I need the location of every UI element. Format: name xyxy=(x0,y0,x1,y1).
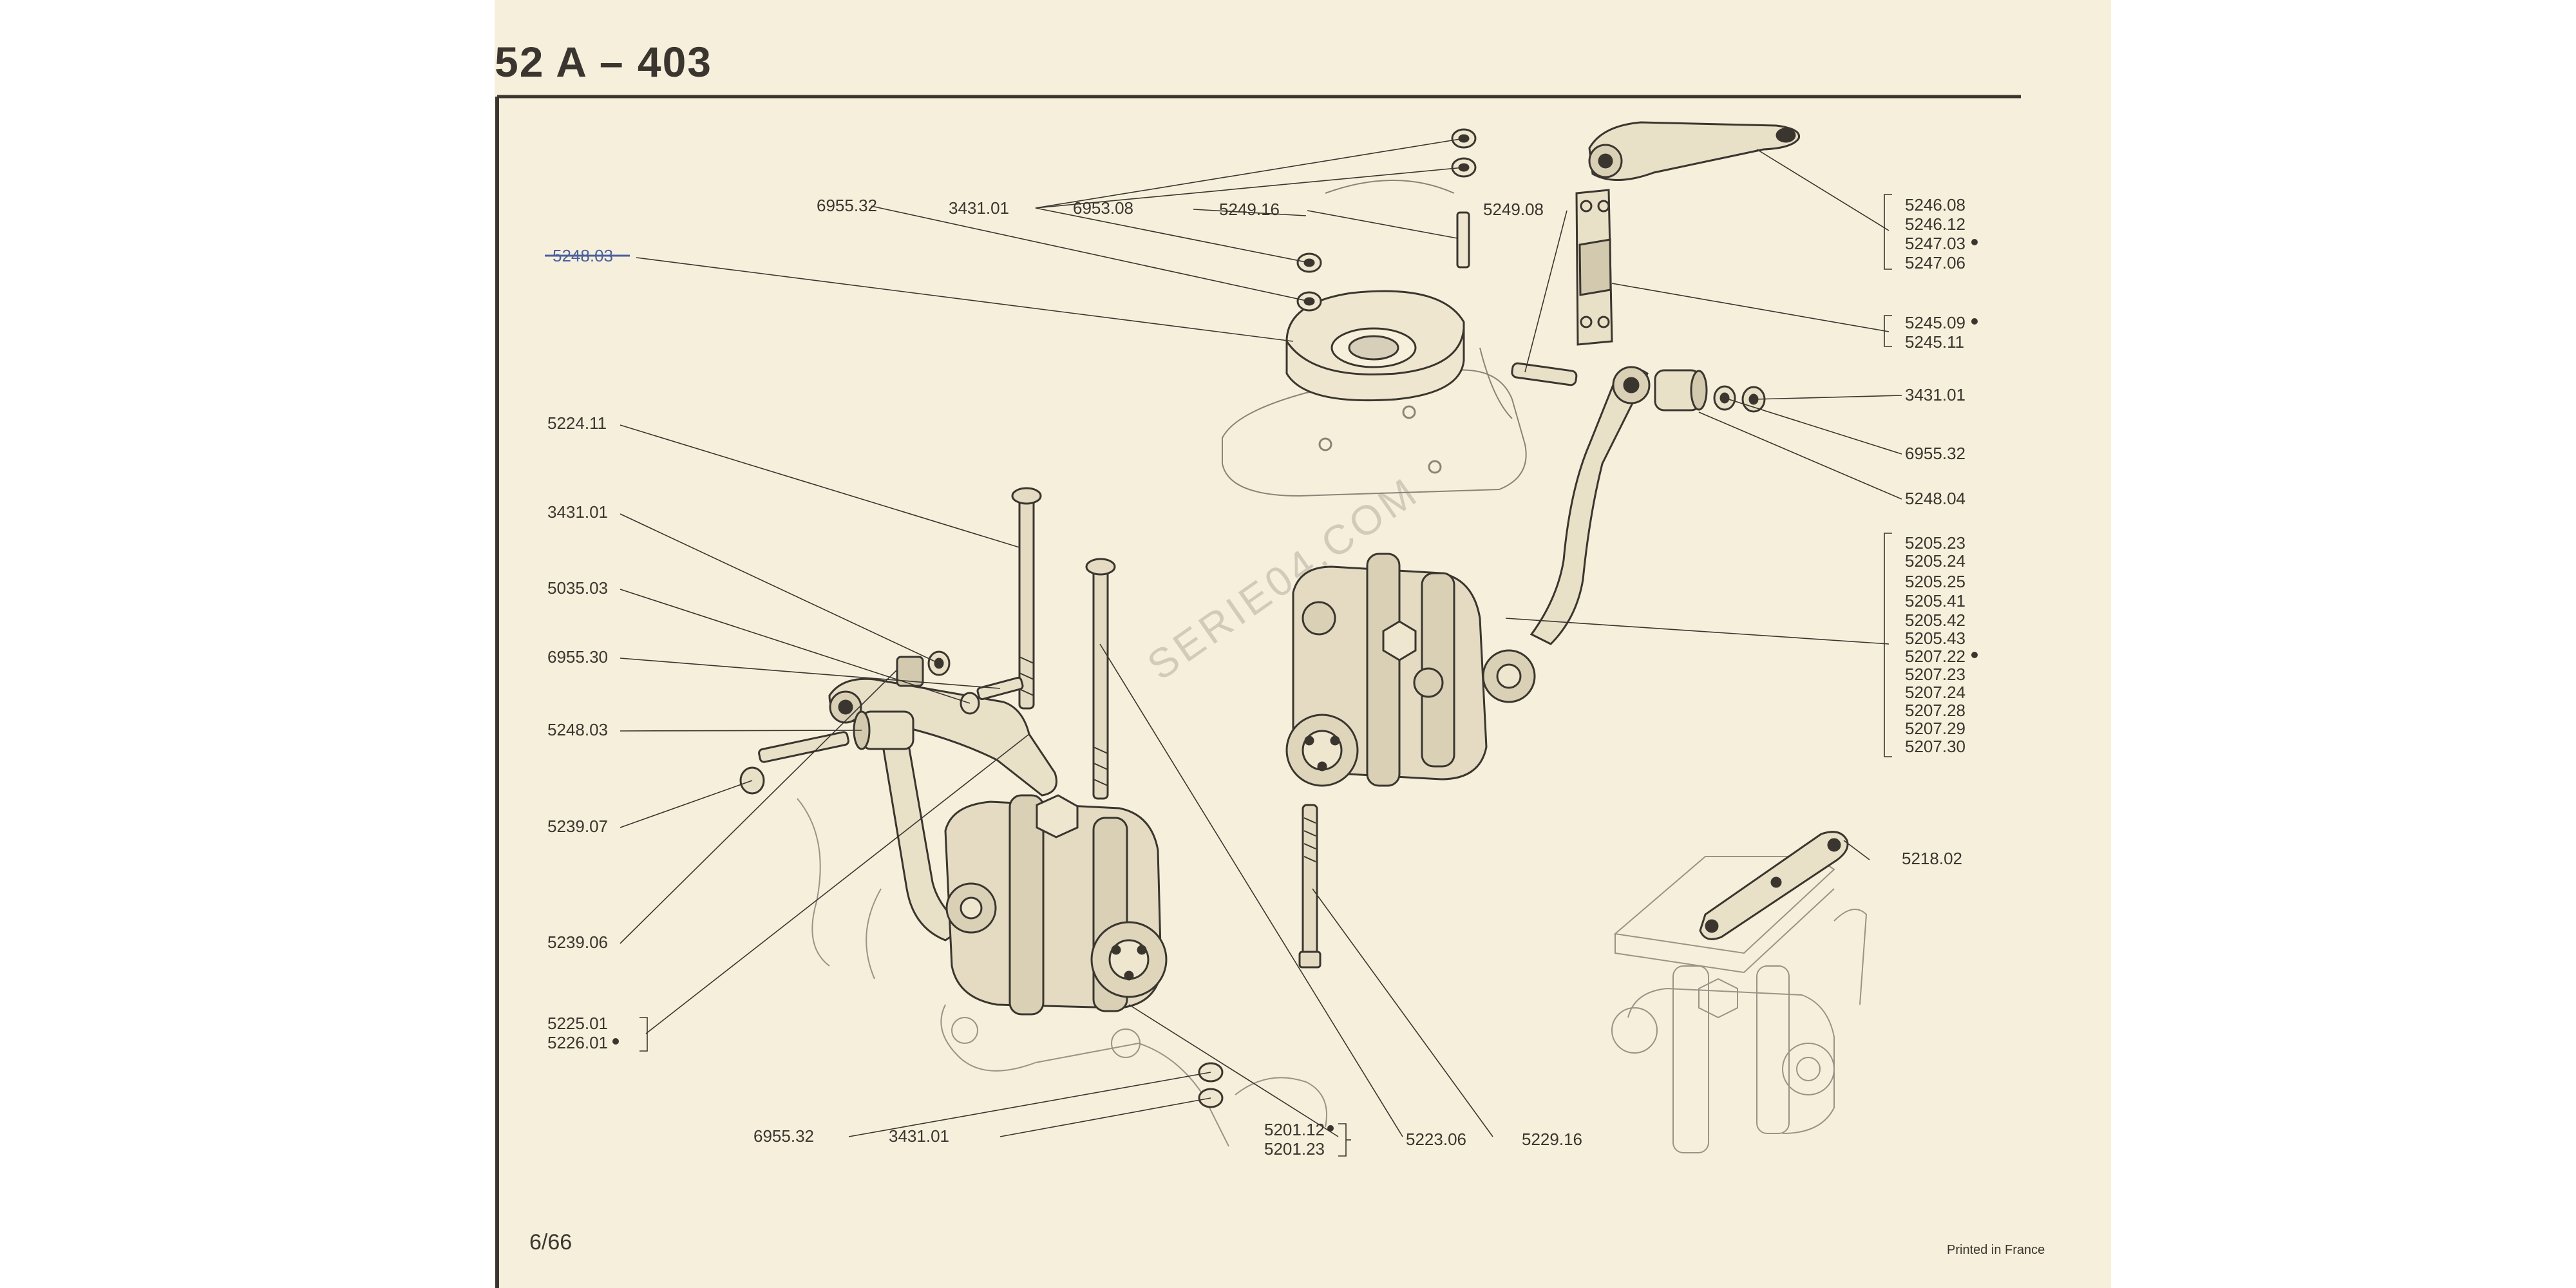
callout-label: 3431.01 xyxy=(547,502,608,522)
group-item: 5205.42 xyxy=(1905,611,1965,630)
group-item: 5205.43 xyxy=(1905,629,1965,648)
inset-link-plate xyxy=(1699,831,1849,940)
callout-label: 3431.01 xyxy=(949,198,1009,218)
callout-label: 5248.03 xyxy=(547,720,608,739)
group-item: 5247.06 xyxy=(1905,253,1965,272)
group-item: 5246.12 xyxy=(1905,214,1965,234)
callout-label: 6955.32 xyxy=(753,1126,814,1146)
callout-label: 3431.01 xyxy=(1905,385,1965,404)
page-frame xyxy=(495,95,2021,1288)
callout-label: 5218.02 xyxy=(1902,849,1962,868)
group-item: 5207.28 xyxy=(1905,701,1965,720)
left-lever-arm xyxy=(828,656,1057,942)
callout-label: 3431.01 xyxy=(889,1126,949,1146)
page-title: 52 A – 403 xyxy=(495,38,713,86)
rubber-cup xyxy=(1285,290,1465,402)
group-item: 5226.01 xyxy=(547,1033,608,1052)
group-item: 5207.30 xyxy=(1905,737,1965,756)
right-bushing-set xyxy=(1654,369,1766,413)
right-long-bolt xyxy=(1298,804,1321,969)
callout-label: 5035.03 xyxy=(547,578,608,598)
group-item: 5207.23 xyxy=(1905,665,1965,684)
left-long-bolts xyxy=(1011,487,1116,800)
callout-label: 6953.08 xyxy=(1073,198,1133,218)
catalog-page: 52 A – 403 SERIE04.COM xyxy=(495,0,2111,1288)
group-item: 5246.08 xyxy=(1905,195,1965,214)
group-item: 5225.01 xyxy=(547,1014,608,1033)
printed-in-note: Printed in France xyxy=(1947,1243,2045,1257)
callout-label: 5224.11 xyxy=(547,413,607,433)
group-item: 5205.25 xyxy=(1905,572,1965,591)
group-item: 5207.29 xyxy=(1905,719,1965,738)
group-item: 5207.22 xyxy=(1905,647,1965,666)
group-item: 5207.24 xyxy=(1905,683,1965,702)
hinge-bracket xyxy=(1575,189,1613,346)
part-number-labels: 6955.32 3431.01 6953.08 5249.16 5249.08 … xyxy=(545,195,1978,1159)
group-item: 5245.09 xyxy=(1905,313,1965,332)
callout-label: 5249.08 xyxy=(1483,200,1544,219)
top-washers xyxy=(1296,128,1477,312)
callout-label: 5229.16 xyxy=(1522,1130,1582,1149)
callout-label: 6955.30 xyxy=(547,647,608,667)
group-item: 5205.24 xyxy=(1905,551,1965,571)
callout-label: 6955.32 xyxy=(1905,444,1965,463)
group-item: 5201.23 xyxy=(1264,1139,1325,1159)
callout-label: 6955.32 xyxy=(817,196,877,215)
exploded-parts-diagram: 6955.32 3431.01 6953.08 5249.16 5249.08 … xyxy=(495,95,2021,1288)
group-item: 5247.03 xyxy=(1905,234,1965,253)
group-item: 5205.41 xyxy=(1905,591,1965,611)
right-lever-arm xyxy=(1511,362,1651,645)
callout-label: 5223.06 xyxy=(1406,1130,1466,1149)
page-number: 6/66 xyxy=(529,1230,573,1255)
callout-label: 5249.16 xyxy=(1219,200,1280,219)
group-item: 5245.11 xyxy=(1905,332,1964,352)
callout-label: 5239.06 xyxy=(547,933,608,952)
left-bushing-and-bolt xyxy=(739,650,1024,795)
new-part-markers xyxy=(612,239,1978,1132)
top-mount-plate xyxy=(1222,347,1527,497)
right-damper-body xyxy=(1285,553,1536,787)
left-damper-body xyxy=(944,794,1168,1016)
group-item: 5201.12 xyxy=(1264,1120,1325,1139)
callout-label: 5248.04 xyxy=(1905,489,1965,508)
upper-link-arm xyxy=(1588,121,1801,182)
leader-lines xyxy=(620,138,1902,1157)
group-item: 5205.23 xyxy=(1905,533,1965,553)
callout-label: 5239.07 xyxy=(547,817,608,836)
